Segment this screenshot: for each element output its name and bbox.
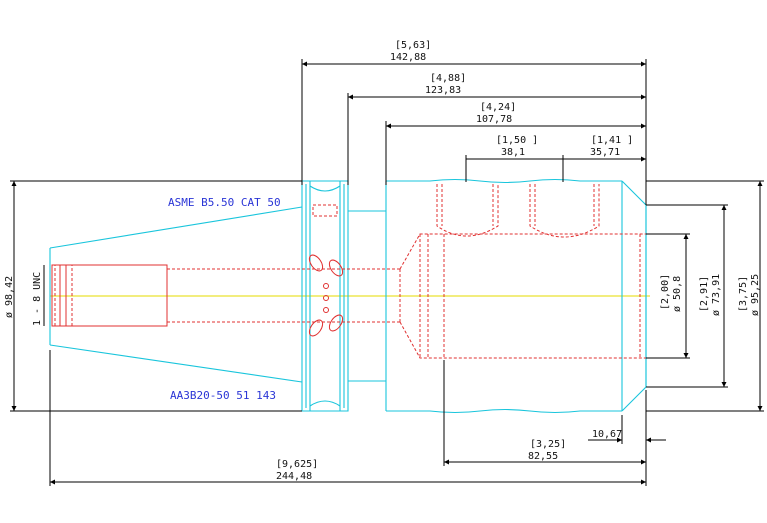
dim-bore-dia-mm: ø 50,8 [672,276,683,312]
dimension-lines [10,59,764,486]
dim-length-5-in: [1,41 ] [591,135,633,146]
holder-outline [49,178,647,414]
dim-overall-mm: 244,48 [276,471,312,482]
dim-offset: 10,67 [592,429,622,440]
dim-body-dia-in: [3,75] [738,276,749,312]
part-number-note: AA3B20-50 51 143 [170,389,276,402]
dim-thread: 1 - 8 UNC [32,272,43,326]
dim-bore-dia-in: [2,00] [660,274,671,310]
dim-hub-dia-in: [2,91] [699,276,710,312]
dim-length-4-in: [1,50 ] [496,135,538,146]
dim-bore-length-mm: 82,55 [528,451,558,462]
standard-note: ASME B5.50 CAT 50 [168,196,281,209]
hidden-features [51,184,646,359]
dim-flange-diameter: ø 98,42 [4,276,15,318]
dim-bore-length-in: [3,25] [530,439,566,450]
dim-body-dia-mm: ø 95,25 [750,274,761,316]
dim-overall-in: [9,625] [276,459,318,470]
dim-length-5-mm: 35,71 [590,147,620,158]
dim-length-3-mm: 107,78 [476,114,512,125]
dim-length-1-in: [5,63] [395,40,431,51]
dim-length-2-mm: 123,83 [425,85,461,96]
dim-length-1-mm: 142,88 [390,52,426,63]
dim-length-3-in: [4,24] [480,102,516,113]
dim-length-2-in: [4,88] [430,73,466,84]
dim-length-4-mm: 38,1 [501,147,525,158]
dim-hub-dia-mm: ø 73,91 [711,274,722,316]
